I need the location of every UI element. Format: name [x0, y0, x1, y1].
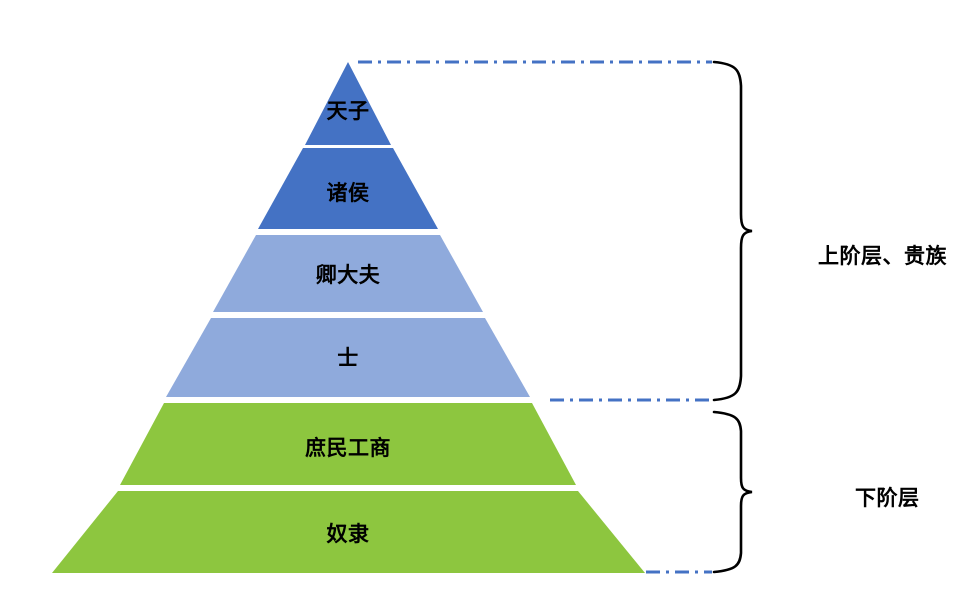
lower-group-brace [712, 410, 753, 574]
upper-group-brace [712, 60, 753, 402]
group-label-lower-class: 下阶层 [855, 487, 920, 510]
group-label-upper-class: 上阶层、贵族 [818, 245, 947, 268]
pyramid-tier-4-shape[interactable] [166, 318, 530, 397]
pyramid-tier-2-shape[interactable] [258, 148, 438, 229]
pyramid-tier-1-shape[interactable] [305, 62, 391, 145]
pyramid-tier-6-shape[interactable] [52, 491, 645, 573]
pyramid-tier-3-shape[interactable] [213, 235, 483, 312]
pyramid-tier-5-shape[interactable] [120, 403, 576, 485]
